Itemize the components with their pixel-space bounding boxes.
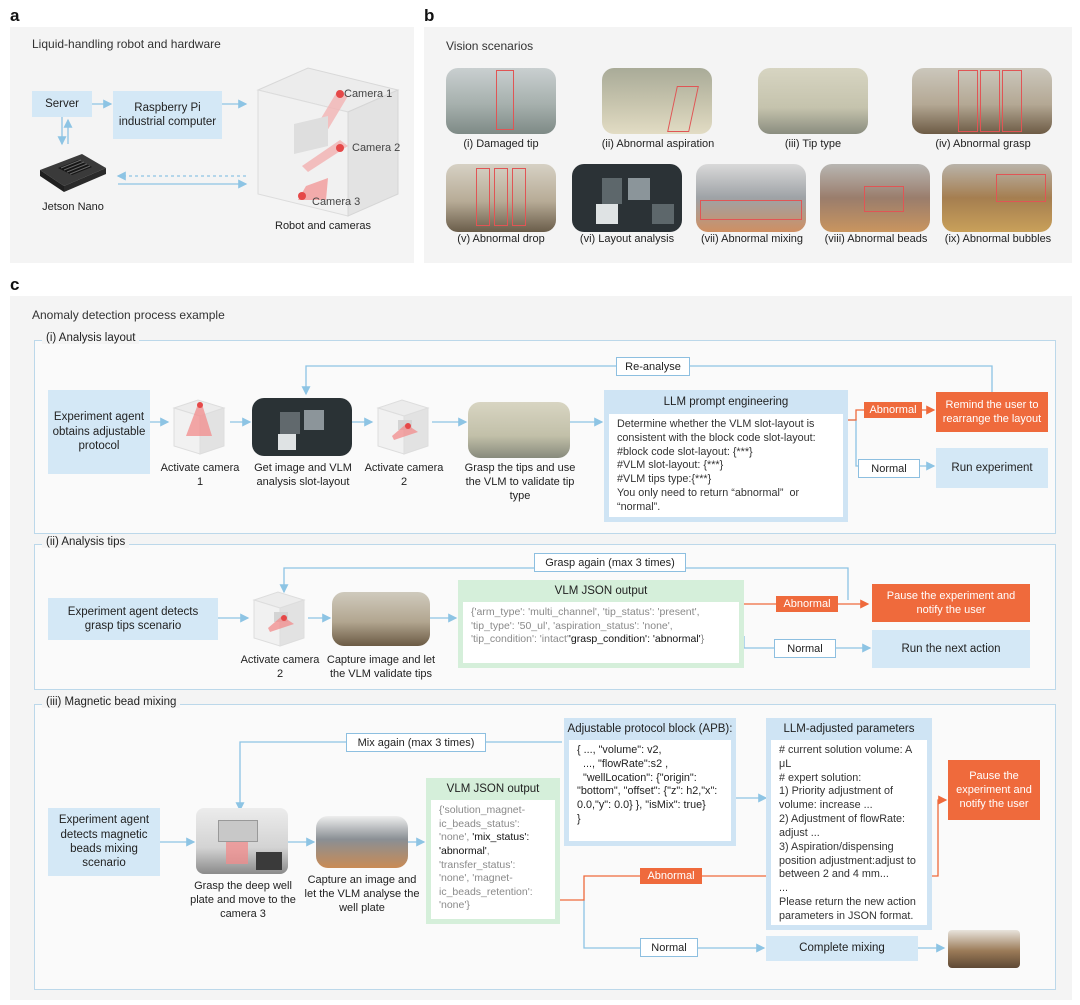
s3-capture-label: Capture an image and let the VLM analyse… [304, 874, 420, 914]
s3-agent-box: Experiment agent detects magnetic beads … [48, 808, 160, 876]
s1-reanalyse-box: Re-analyse [616, 357, 690, 376]
s2-agent-box: Experiment agent detects grasp tips scen… [48, 598, 218, 640]
s2-pause-box: Pause the experiment and notify the user [872, 584, 1030, 622]
robot-cameras-label: Robot and cameras [275, 220, 371, 232]
s1-normal-badge: Normal [858, 459, 920, 478]
thumb-layout-analysis [572, 164, 682, 232]
thumb-abnormal-aspiration [602, 68, 712, 134]
s3-llm-body: # current solution volume: A μL # expert… [766, 740, 932, 930]
subpanel-2-title: (ii) Analysis tips [42, 536, 130, 548]
thumb-abnormal-grasp [912, 68, 1052, 134]
s2-vlm-header: VLM JSON output [458, 580, 744, 602]
thumb-tip-type [758, 68, 868, 134]
subpanel-3-title: (iii) Magnetic bead mixing [42, 696, 181, 708]
jetson-nano-icon [40, 154, 106, 192]
server-box: Server [32, 91, 92, 117]
s1-llm-body: Determine whether the VLM slot-layout is… [604, 414, 848, 522]
s1-grasp-label: Grasp the tips and use the VLM to valida… [464, 462, 576, 502]
s2-grasp-again-box: Grasp again (max 3 times) [534, 553, 686, 572]
s1-activate-camera1: Activate camera 1 [160, 462, 240, 488]
s1-remind-box: Remind the user to rearrange the layout [936, 392, 1048, 432]
s2-camera2-cube-icon [252, 591, 306, 647]
s3-apb-header: Adjustable protocol block (APB): [564, 718, 736, 740]
s3-vlm-header: VLM JSON output [426, 778, 560, 800]
thumb-abnormal-drop [446, 164, 556, 232]
s3-mix-again-box: Mix again (max 3 times) [346, 733, 486, 752]
panel-c-label: c [10, 275, 20, 294]
s2-tips-image [332, 592, 430, 646]
s1-abnormal-badge: Abnormal [864, 402, 922, 418]
panel-b-title: Vision scenarios [446, 39, 534, 53]
s1-activate-camera2: Activate camera 2 [364, 462, 444, 488]
s3-robot-image [196, 808, 288, 874]
thumb-abnormal-mixing [696, 164, 806, 232]
raspberry-pi-box: Raspberry Pi industrial computer [113, 91, 222, 139]
s1-camera1-cube-icon [172, 399, 226, 455]
s2-capture-label: Capture image and let the VLM validate t… [326, 654, 436, 680]
scenario-3-label: (iii) Tip type [784, 138, 842, 150]
s2-abnormal-badge: Abnormal [776, 596, 838, 612]
s1-llm-header: LLM prompt engineering [604, 390, 848, 414]
s2-normal-badge: Normal [774, 639, 836, 658]
s2-activate-camera2: Activate camera 2 [240, 654, 320, 680]
s1-agent-box: Experiment agent obtains adjustable prot… [48, 390, 150, 474]
subpanel-1-title: (i) Analysis layout [42, 332, 140, 344]
scenario-6-label: (vi) Layout analysis [579, 233, 675, 245]
robot-cube-icon [256, 67, 400, 217]
scenario-8-label: (viii) Abnormal beads [824, 233, 928, 245]
panel-a-title: Liquid-handling robot and hardware [32, 37, 221, 51]
s1-camera2-cube-icon [376, 399, 430, 455]
s3-complete-box: Complete mixing [766, 936, 918, 961]
s3-grasp-plate-label: Grasp the deep well plate and move to th… [190, 880, 296, 920]
s1-tip-image [468, 402, 570, 458]
thumb-abnormal-bubbles [942, 164, 1052, 232]
s1-run-box: Run experiment [936, 448, 1048, 488]
s2-vlm-body: {'arm_type': 'multi_channel', 'tip_statu… [458, 602, 744, 668]
scenario-4-label: (iv) Abnormal grasp [935, 138, 1031, 150]
s2-run-next-box: Run the next action [872, 630, 1030, 668]
scenario-7-label: (vii) Abnormal mixing [700, 233, 804, 245]
s3-vlm-body: {'solution_magnet-ic_beads_status': 'non… [426, 800, 560, 924]
thumb-damaged-tip [446, 68, 556, 134]
panel-b-label: b [424, 6, 435, 25]
s1-layout-image [252, 398, 352, 456]
s3-apb-body: { ..., "volume": v2, ..., "flowRate":s2 … [564, 740, 736, 846]
s3-normal-badge: Normal [640, 938, 698, 957]
camera3-label: Camera 3 [312, 196, 361, 208]
s1-get-image-label: Get image and VLM analysis slot-layout [254, 462, 352, 488]
scenario-2-label: (ii) Abnormal aspiration [601, 138, 715, 150]
s3-plate-image [316, 816, 408, 868]
camera2-label: Camera 2 [352, 142, 401, 154]
jetson-nano-label: Jetson Nano [42, 201, 104, 213]
scenario-1-label: (i) Damaged tip [463, 138, 539, 150]
s3-mixed-plate-image [948, 930, 1020, 968]
s3-llm-header: LLM-adjusted parameters [766, 718, 932, 740]
s3-abnormal-badge: Abnormal [640, 868, 702, 884]
panel-c-title: Anomaly detection process example [32, 308, 225, 322]
scenario-5-label: (v) Abnormal drop [457, 233, 545, 245]
camera1-label: Camera 1 [344, 88, 393, 100]
s3-pause-box: Pause the experiment and notify the user [948, 760, 1040, 820]
panel-a-label: a [10, 6, 20, 25]
scenario-9-label: (ix) Abnormal bubbles [944, 233, 1052, 245]
thumb-abnormal-beads [820, 164, 930, 232]
